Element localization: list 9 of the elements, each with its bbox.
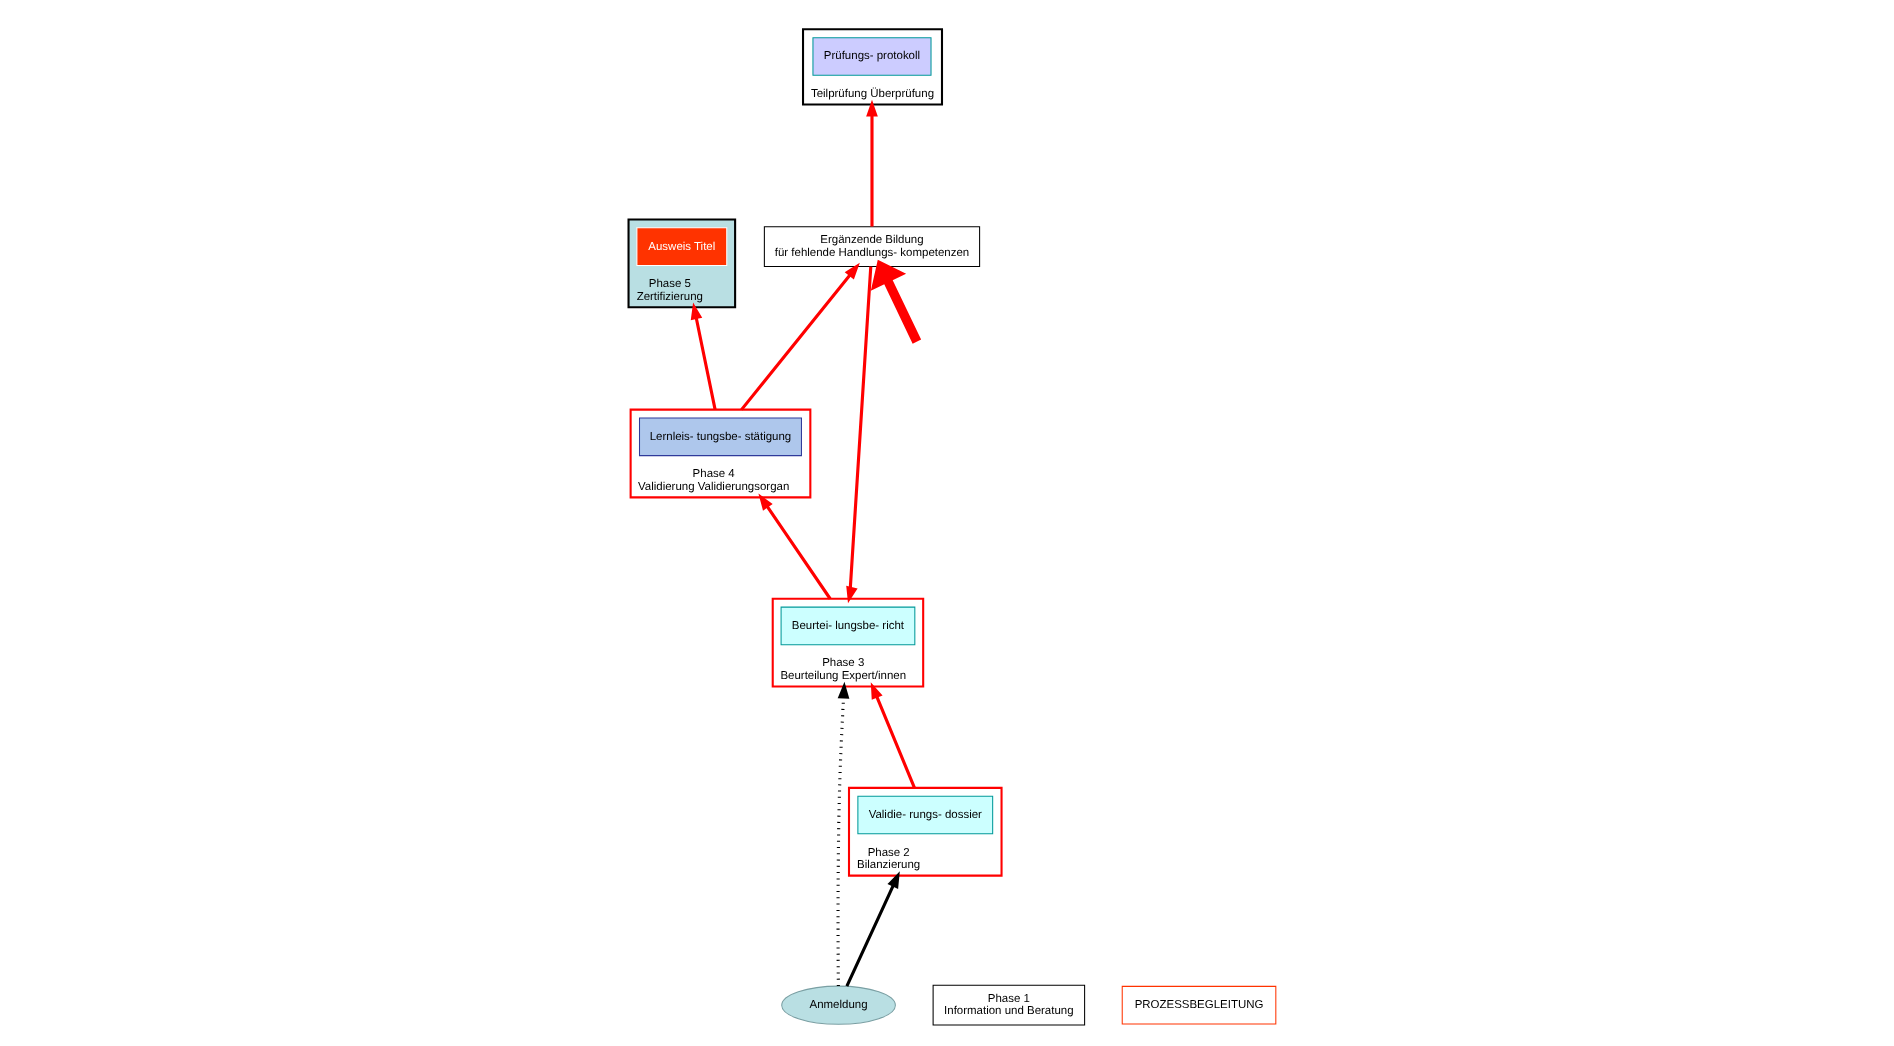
arrow xyxy=(869,682,915,789)
arrow xyxy=(739,262,859,411)
arrow xyxy=(869,259,921,344)
arrow xyxy=(865,99,877,227)
arrow xyxy=(845,259,906,604)
arrow xyxy=(757,493,831,600)
arrow xyxy=(689,302,716,410)
arrow xyxy=(844,871,899,987)
arrow xyxy=(835,681,849,986)
